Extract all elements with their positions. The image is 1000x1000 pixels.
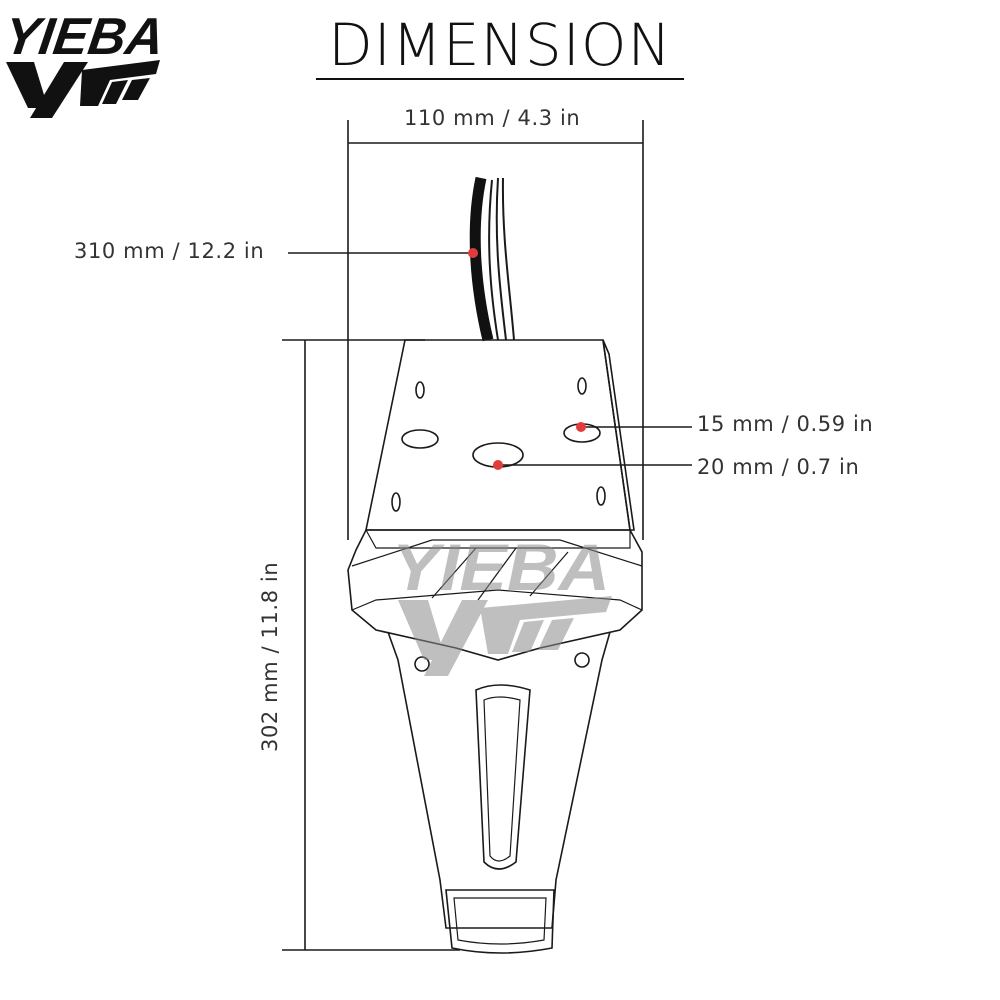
hole-small-label: 15 mm / 0.59 in bbox=[697, 412, 874, 436]
mounting-plate bbox=[365, 339, 635, 531]
watermark-emblem bbox=[398, 596, 612, 676]
brand-logo-emblem bbox=[6, 60, 160, 118]
hole-left bbox=[401, 429, 439, 449]
page-title: DIMENSION bbox=[328, 11, 672, 79]
cable-bundle bbox=[469, 176, 515, 342]
title-underline bbox=[316, 78, 684, 80]
height-label: 302 mm / 11.8 in bbox=[258, 561, 282, 752]
measurement-markers bbox=[468, 248, 586, 470]
height-dimension-line bbox=[282, 339, 460, 951]
fender-bracket bbox=[387, 631, 611, 954]
brand-logo-text: YIEBA bbox=[1, 8, 168, 66]
cable-length-label: 310 mm / 12.2 in bbox=[74, 239, 265, 263]
watermark-text: YIEBA bbox=[392, 530, 610, 604]
mounting-holes bbox=[401, 423, 601, 468]
hole-small-marker bbox=[576, 422, 586, 432]
width-dimension-line bbox=[347, 120, 644, 540]
width-label: 110 mm / 4.3 in bbox=[404, 106, 581, 130]
lamp-housing bbox=[347, 529, 643, 661]
hole-large-marker bbox=[493, 460, 503, 470]
watermark: YIEBA bbox=[392, 530, 612, 676]
hole-large-label: 20 mm / 0.7 in bbox=[697, 455, 860, 479]
brand-logo: YIEBA bbox=[1, 8, 168, 118]
cable-marker bbox=[468, 248, 478, 258]
